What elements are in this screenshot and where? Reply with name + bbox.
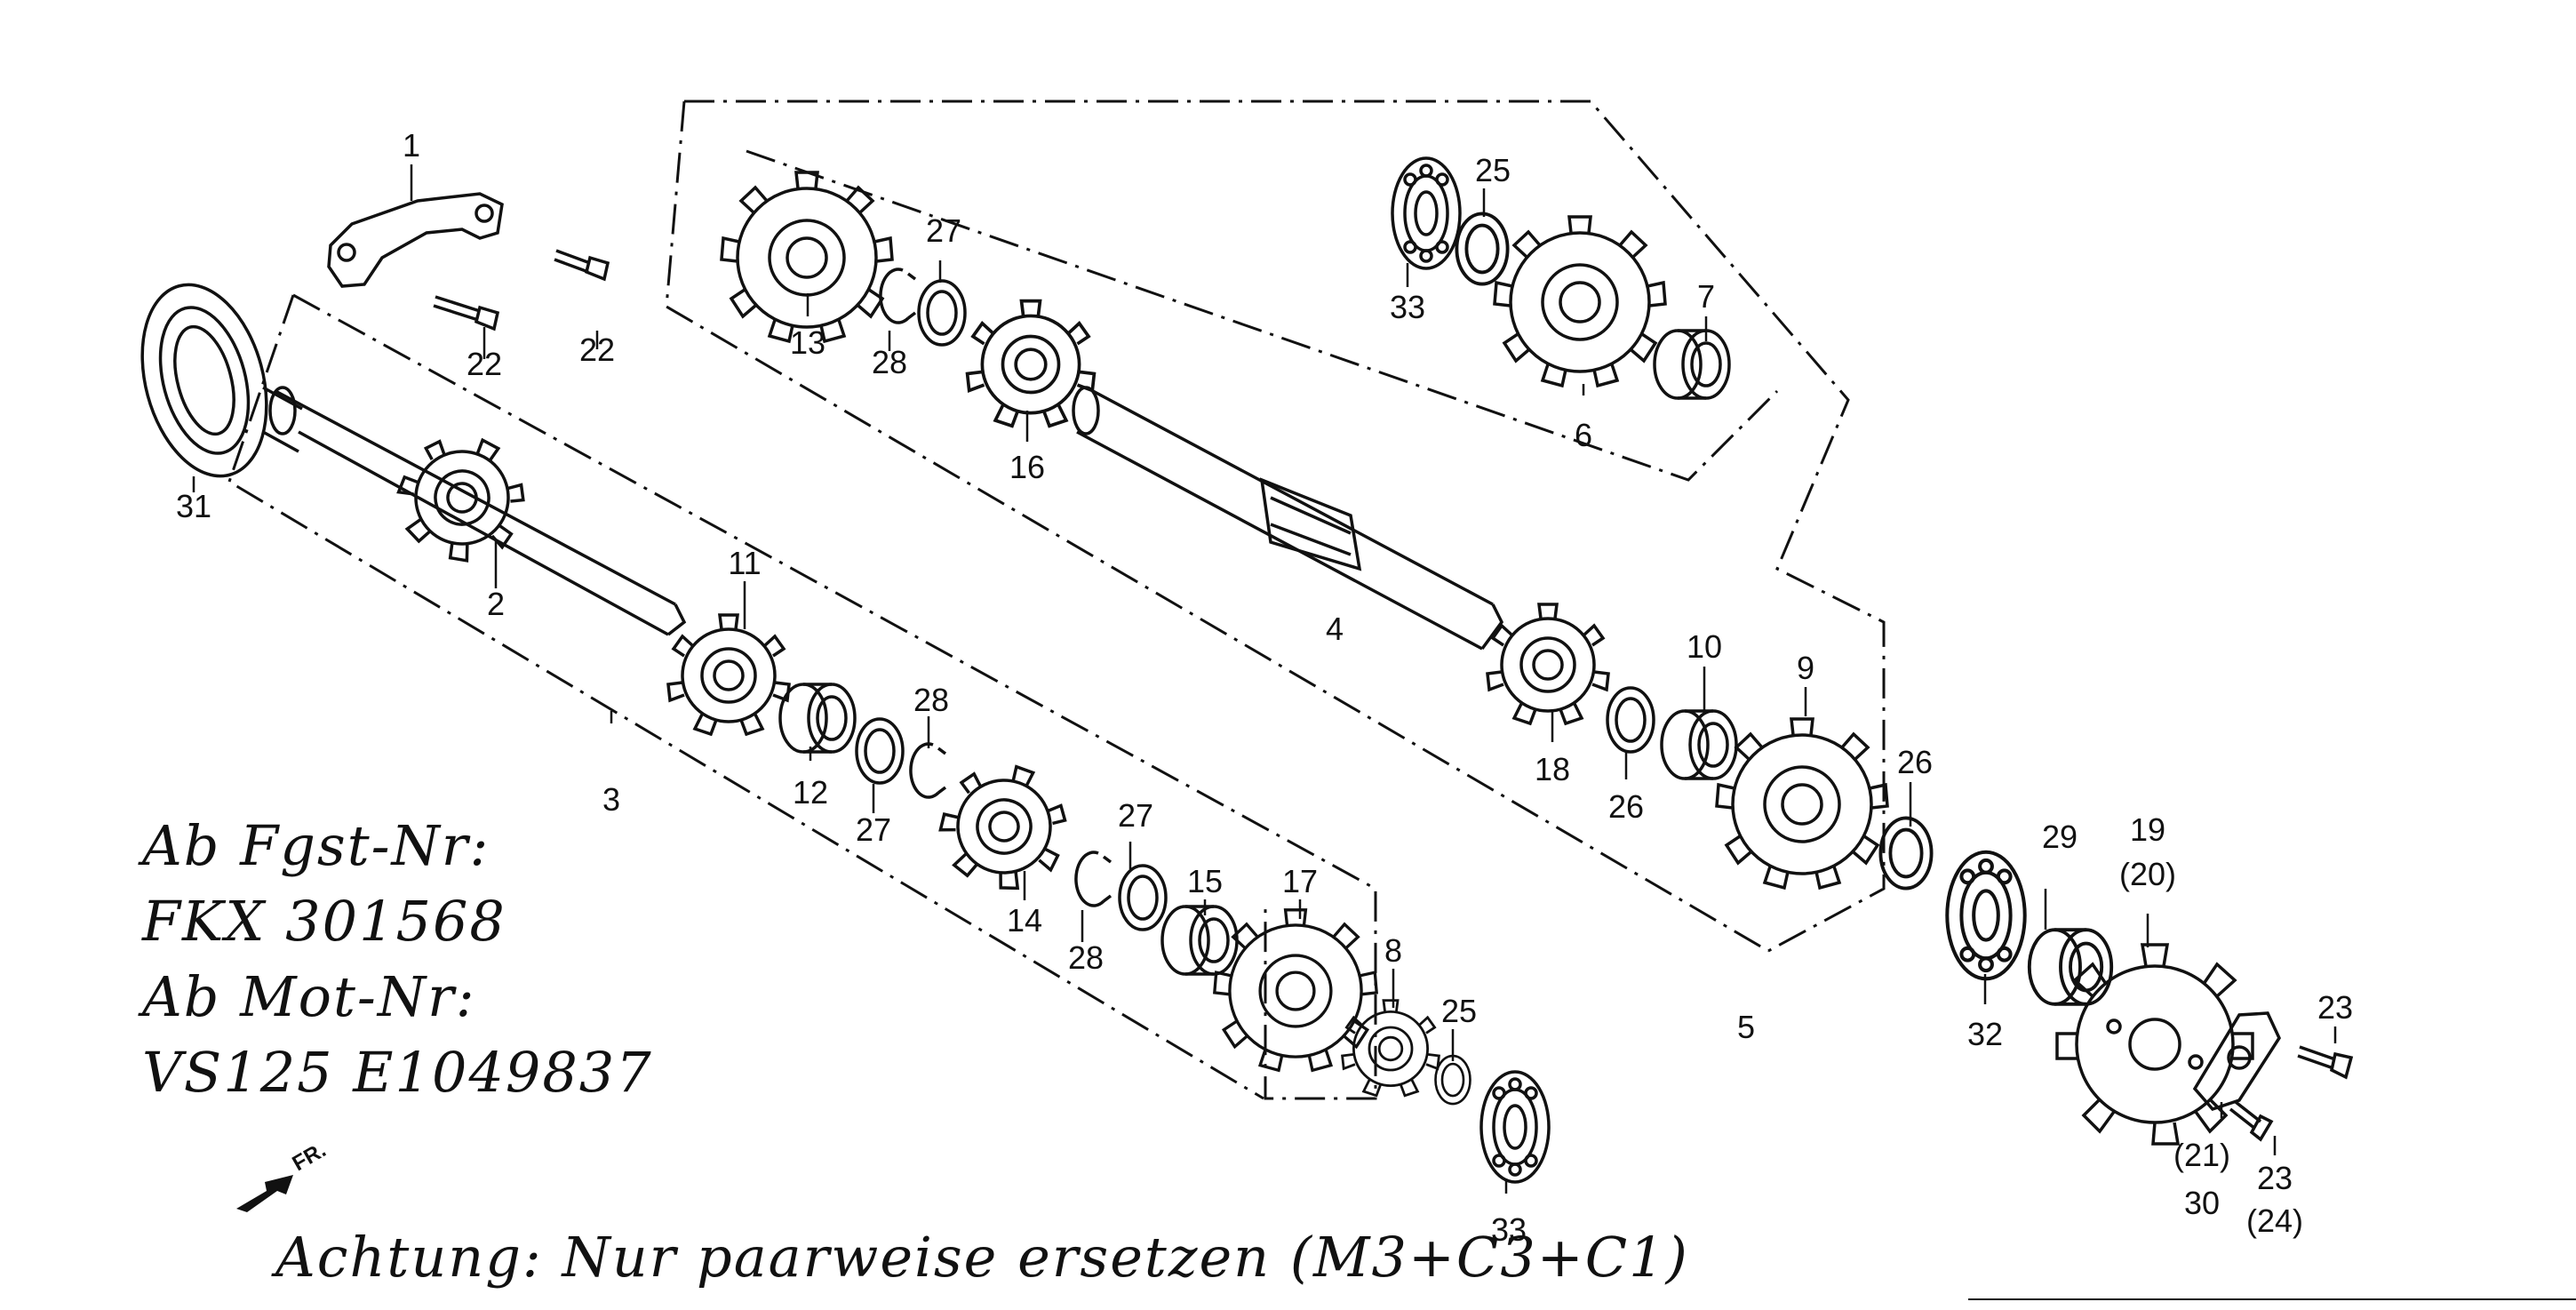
callout-17: 17 [1282,863,1318,899]
callout-27b: 27 [856,811,891,848]
counter-shaft [1072,386,1504,651]
gear [925,747,1083,905]
bolt [433,295,500,331]
bolt [2297,1045,2354,1080]
gear [666,613,791,736]
circlip [879,268,917,324]
counter-shaft-group-outline [665,100,1886,953]
callout-27a: 27 [926,212,961,249]
washer [917,279,967,347]
callout-26a: 26 [1608,788,1644,825]
front-arrow-icon [236,1175,293,1212]
callout-4: 4 [1326,611,1344,647]
callout-25a: 25 [1475,152,1511,188]
callout-32: 32 [1967,1016,2003,1052]
washer [1878,816,1934,891]
note-line-1: Ab Fgst-Nr: [142,813,490,878]
callout-15: 15 [1187,863,1223,899]
callout-31: 31 [176,488,211,524]
callout-1: 1 [403,127,420,164]
callout-8: 8 [1384,932,1402,969]
counter-shaft-upper-outline [746,149,1779,482]
callout-22a: 22 [467,346,502,382]
washer [1606,686,1655,754]
main-shaft [262,386,687,636]
callout-14: 14 [1007,902,1042,939]
gear [1213,908,1378,1072]
callout-6: 6 [1575,417,1592,453]
callout-22b: 22 [579,331,615,368]
front-label: FR. [289,1138,331,1176]
retainer-plate [2192,1011,2281,1112]
callout-20: (20) [2119,856,2176,892]
washer [855,717,905,785]
gear [965,299,1097,428]
callout-13: 13 [790,324,825,361]
callout-23b: 23 [2257,1160,2293,1196]
callout-25b: 25 [1441,993,1477,1029]
callout-21: (21) [2173,1137,2230,1173]
callout-27c: 27 [1118,797,1153,834]
circlip [909,742,947,799]
callout-11: 11 [728,545,761,581]
bush [2027,928,2114,1006]
callout-28c: 28 [1068,939,1104,976]
callout-19: 19 [2130,811,2165,848]
callout-26b: 26 [1897,744,1933,780]
note-line-4: VS125 E1049837 [142,1040,653,1105]
sprocket [2055,943,2254,1146]
washer [1434,1054,1471,1106]
bearing [1947,852,2024,979]
callout-9: 9 [1797,650,1814,686]
callout-28a: 28 [872,344,907,380]
gear [1715,717,1889,890]
note-line-2: FKX 301568 [142,889,506,954]
callout-23a: 23 [2317,989,2353,1026]
bush [778,683,857,754]
callout-33a: 33 [1390,289,1425,325]
washer [1118,864,1168,931]
note-line-3: Ab Mot-Nr: [142,964,476,1029]
bearing [140,283,268,478]
callout-30: 30 [2184,1185,2220,1221]
bearing [1479,1070,1551,1184]
bearing [1391,156,1462,270]
callout-16: 16 [1009,449,1045,485]
callout-24: (24) [2246,1202,2303,1239]
gear [1493,215,1667,387]
main-shaft-group-outline [227,293,1377,1100]
callout-12: 12 [793,774,828,811]
bolt [2229,1100,2274,1142]
circlip [1074,851,1113,907]
bush [1160,905,1239,976]
warning-note: Achtung: Nur paarweise ersetzen (M3+C3+C… [275,1225,1689,1290]
bolt [554,249,610,282]
callout-7: 7 [1697,278,1715,315]
bracket [327,192,504,288]
gear [1486,603,1610,725]
callout-29: 29 [2042,819,2078,855]
callout-3: 3 [602,781,620,818]
bush [1660,709,1738,780]
callout-5: 5 [1737,1009,1755,1045]
bush [1653,329,1731,400]
callout-33b: 33 [1491,1211,1527,1248]
callout-10: 10 [1687,628,1722,665]
callout-2: 2 [487,586,505,622]
callout-28b: 28 [913,682,949,718]
washer [1455,212,1510,286]
callout-18: 18 [1535,751,1570,787]
